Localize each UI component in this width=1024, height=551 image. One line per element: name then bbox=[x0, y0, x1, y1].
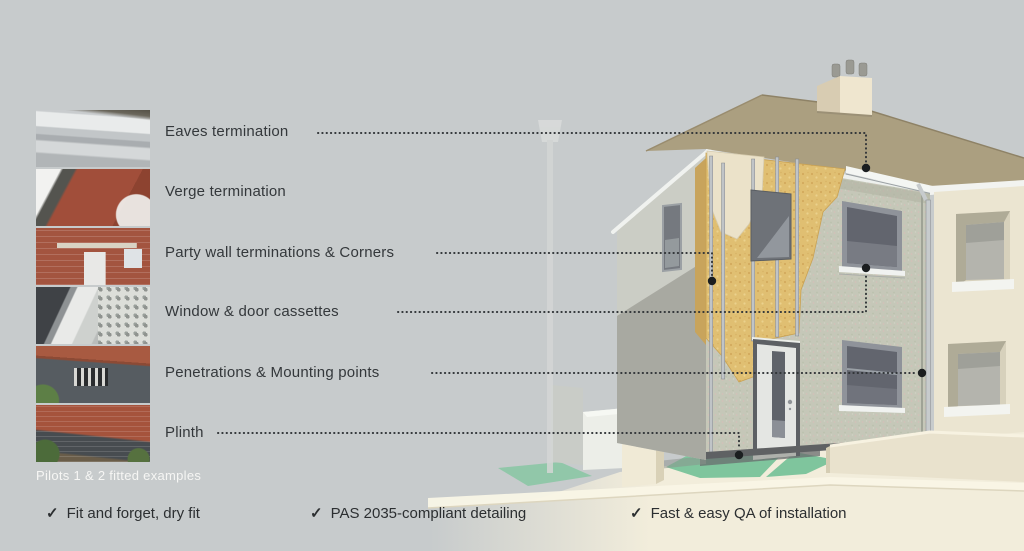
chimney bbox=[816, 59, 873, 117]
neighbour-house bbox=[930, 180, 1024, 440]
leader-window-cassettes bbox=[397, 272, 867, 313]
photo-verge-termination bbox=[36, 169, 150, 226]
verge-trim bbox=[611, 147, 712, 234]
callout-plinth: Plinth bbox=[165, 424, 204, 441]
side-window bbox=[662, 202, 682, 273]
callout-penetrations-mounting: Penetrations & Mounting points bbox=[165, 364, 380, 381]
check-icon: ✓ bbox=[310, 505, 323, 522]
photo-penetrations bbox=[36, 346, 150, 403]
callout-party-wall: Party wall terminations & Corners bbox=[165, 244, 395, 261]
party-junction bbox=[916, 183, 931, 441]
chimney-pot bbox=[845, 59, 855, 75]
callout-window-door-cassettes: Window & door cassettes bbox=[165, 303, 339, 320]
check-icon: ✓ bbox=[46, 505, 59, 522]
check-icon: ✓ bbox=[630, 505, 643, 522]
door-handle bbox=[787, 399, 793, 405]
kerb bbox=[427, 477, 1024, 509]
window-sill bbox=[952, 279, 1014, 292]
photo-eaves-termination bbox=[36, 110, 150, 167]
neighbour-upper-window bbox=[952, 211, 1014, 292]
footer-item-label: PAS 2035-compliant detailing bbox=[330, 505, 527, 522]
upper-left-window bbox=[750, 189, 792, 262]
leader-party-wall bbox=[436, 252, 713, 277]
chimney-pot bbox=[831, 63, 841, 78]
photo-strip-caption: Pilots 1 & 2 fitted examples bbox=[36, 468, 202, 483]
photo-window-cassette bbox=[36, 287, 150, 344]
footer-item-fast-qa: ✓ Fast & easy QA of installation bbox=[630, 504, 847, 522]
leader-plinth bbox=[217, 432, 740, 450]
gutter bbox=[846, 166, 937, 194]
street-lamp bbox=[538, 120, 562, 473]
callout-eaves-termination: Eaves termination bbox=[165, 123, 289, 140]
insulation-corner-return bbox=[695, 158, 706, 345]
front-garden-wall bbox=[826, 430, 1024, 482]
downpipe bbox=[925, 199, 931, 441]
photo-strip bbox=[36, 110, 150, 464]
chimney-pot bbox=[858, 62, 868, 77]
neighbour-lower-window bbox=[944, 341, 1010, 417]
front-door bbox=[752, 337, 800, 460]
footer-item-fit-and-forget: ✓ Fit and forget, dry fit bbox=[46, 504, 200, 522]
upper-right-window bbox=[838, 201, 906, 279]
photo-party-wall bbox=[36, 228, 150, 285]
ground-right-window bbox=[839, 340, 905, 413]
window-sill bbox=[839, 266, 905, 276]
footer-item-label: Fast & easy QA of installation bbox=[650, 505, 847, 522]
window-sill bbox=[839, 405, 905, 413]
photo-plinth bbox=[36, 405, 150, 462]
leader-lines bbox=[217, 132, 917, 450]
footer-item-label: Fit and forget, dry fit bbox=[66, 505, 200, 522]
window-sill bbox=[944, 404, 1010, 417]
leader-dots bbox=[707, 163, 927, 460]
footer-item-pas-2035: ✓ PAS 2035-compliant detailing bbox=[310, 504, 526, 522]
leader-eaves bbox=[317, 132, 867, 164]
callout-verge-termination: Verge termination bbox=[165, 183, 286, 200]
side-wall bbox=[611, 147, 712, 460]
